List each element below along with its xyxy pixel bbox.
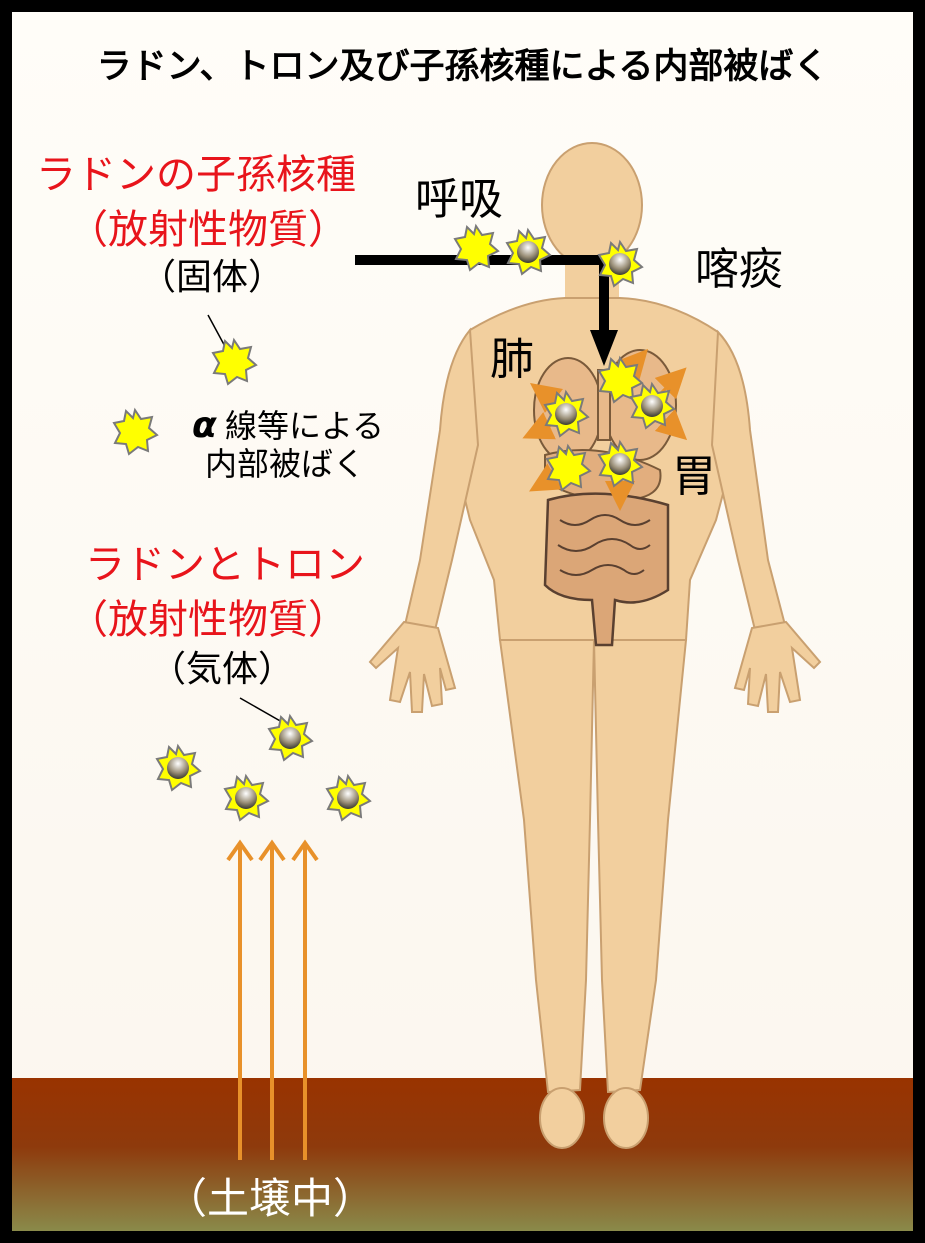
breathing-label: 呼吸 [415,178,503,222]
diagram-title: ラドン、トロン及び子孫核種による内部被ばく [0,50,925,85]
stomach-label: 胃 [672,455,716,499]
alpha-label-line2: 内部被ばく [205,448,365,480]
radon-label-line1: ラドンとトロン [85,545,365,585]
alpha-label-line1: 線等による [225,410,384,442]
alpha-symbol: α [192,408,217,444]
soil-label: （土壌中） [165,1178,375,1220]
radon-label-line2: （放射性物質） [68,600,348,640]
progeny-label-line2: （放射性物質） [68,210,348,250]
radon-state-label: （気体） [150,652,294,688]
soil-band [12,1078,913,1231]
gas-rising-arrows [228,843,317,1160]
progeny-state-label: （固体） [140,260,284,296]
sputum-label: 喀痰 [695,248,783,292]
lung-label: 肺 [490,338,534,382]
progeny-label-line1: ラドンの子孫核種 [36,155,356,195]
